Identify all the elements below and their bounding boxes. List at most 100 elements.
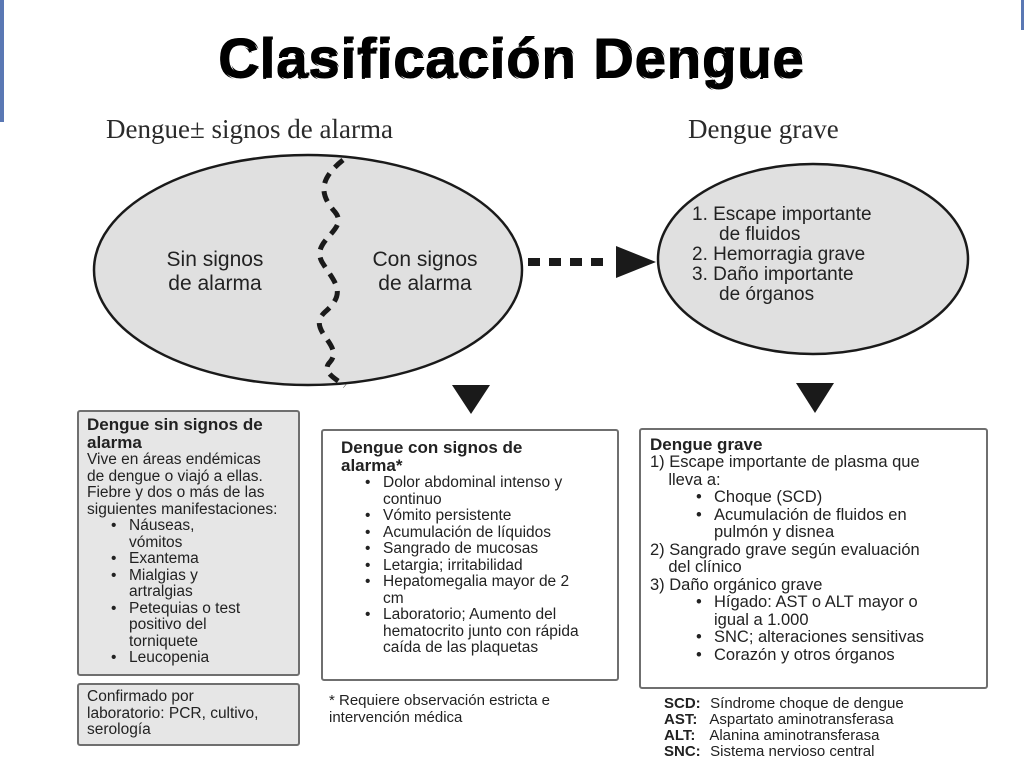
- grave-line: de órganos: [719, 284, 815, 305]
- list-item-text: torniquete: [129, 632, 198, 650]
- legend-text: Alanina aminotransferasa: [709, 727, 880, 744]
- con-signos-line-2: de alarma: [378, 272, 472, 295]
- list-item-text: Sangrado de mucosas: [383, 540, 539, 557]
- bullet-icon: •: [111, 517, 117, 534]
- box-dengue-con-signos: Dengue con signos de alarma* •Dolor abdo…: [321, 429, 619, 681]
- list-item-text: Náuseas,: [129, 517, 195, 534]
- list-item-text: hematocrito junto con rápida: [383, 622, 579, 640]
- list-item: • Náuseas,vómitos: [111, 517, 292, 551]
- bullet-icon: •: [696, 505, 702, 524]
- grave-line: 1. Escape importante: [692, 204, 872, 225]
- legend-abbr: AST:: [664, 711, 698, 728]
- list-item-text: Mialgias y: [129, 566, 198, 584]
- abbreviation-legend: SCD: Síndrome choque de dengue AST: Aspa…: [664, 696, 904, 760]
- bullet-icon: •: [365, 556, 371, 574]
- box-sin-title-line-2: alarma: [87, 433, 142, 452]
- bullet-icon: •: [696, 645, 702, 664]
- box-grave-section-2-cont: del clínico: [650, 558, 742, 576]
- list-item: • Corazón y otros órganos: [696, 645, 978, 665]
- header-dengue-grave: Dengue grave: [688, 114, 839, 144]
- box-con-title-line-1: Dengue con signos de: [341, 438, 523, 457]
- slide-accent-line-right: [1021, 0, 1024, 30]
- bullet-icon: •: [365, 540, 371, 557]
- list-item-text: Petequias o test: [129, 599, 241, 617]
- legend-text: Aspartato aminotransferasa: [709, 711, 894, 728]
- list-item-text: continuo: [383, 490, 442, 508]
- footnote-line: * Requiere observación estricta e: [329, 692, 550, 709]
- legend-row: AST: Aspartato aminotransferasa: [664, 712, 904, 728]
- ellipse-dengue-alarma: [92, 153, 524, 387]
- bullet-icon: •: [696, 628, 702, 646]
- bullet-icon: •: [696, 593, 702, 611]
- ellipse-dengue-grave: [656, 162, 970, 356]
- bullet-icon: •: [111, 649, 117, 666]
- bullet-icon: •: [365, 507, 371, 524]
- grave-line: 2. Hemorragia grave: [692, 244, 866, 265]
- list-item: • SNC; alteraciones sensitivas: [696, 628, 978, 647]
- list-item-text: cm: [383, 589, 404, 607]
- box-con-title-line-2: alarma*: [341, 456, 403, 475]
- ellipse-con-signos-text: Con signos de alarma: [350, 248, 500, 296]
- list-item: • Sangrado de mucosas: [365, 540, 609, 558]
- legend-abbr: ALT:: [664, 727, 696, 744]
- legend-abbr: SNC:: [664, 743, 701, 760]
- sin-signos-line-1: Sin signos: [166, 248, 264, 271]
- bullet-icon: •: [365, 606, 371, 623]
- legend-row: SNC: Sistema nervioso central: [664, 744, 904, 760]
- arrow-down-grave: [796, 383, 834, 413]
- ellipse-grave-list: 1. Escape importante de fluidos 2. Hemor…: [692, 205, 872, 305]
- confirm-line: Confirmado por: [87, 688, 194, 705]
- confirm-line: serología: [87, 721, 151, 738]
- box-sin-intro-line: Vive en áreas endémicas: [87, 451, 261, 468]
- list-item: • Vómito persistente: [365, 507, 609, 525]
- list-item-text: Exantema: [129, 550, 199, 567]
- header-dengue-alarma: Dengue± signos de alarma: [106, 114, 393, 144]
- grave-line: de fluidos: [719, 224, 801, 245]
- legend-text: Síndrome choque de dengue: [710, 695, 904, 712]
- box-sin-title-line-1: Dengue sin signos de: [87, 415, 263, 434]
- list-item-text: Choque (SCD): [714, 488, 823, 506]
- confirm-line: laboratorio: PCR, cultivo,: [87, 704, 259, 722]
- bullet-icon: •: [365, 474, 371, 491]
- box-grave-list-1: • Choque (SCD) •Acumulación de fluidos en…: [650, 488, 978, 542]
- list-item: •Letargia; irritabilidad: [365, 557, 609, 575]
- box-grave-section-2: 2) Sangrado grave según evaluación: [650, 540, 920, 559]
- box-dengue-grave: Dengue grave 1) Escape importante de pla…: [639, 428, 988, 689]
- list-item-text: Leucopenia: [129, 649, 210, 666]
- list-item-text: Corazón y otros órganos: [714, 645, 895, 664]
- list-item-text: Vómito persistente: [383, 507, 512, 524]
- sin-signos-line-2: de alarma: [168, 272, 262, 295]
- page-title: Clasificación Dengue: [218, 27, 806, 90]
- arrow-down-con: [452, 385, 490, 414]
- list-item-text: positivo del: [129, 616, 207, 633]
- arrow-head-right: [616, 246, 656, 278]
- bullet-icon: •: [365, 573, 371, 590]
- list-item: • Leucopenia: [111, 649, 292, 667]
- wavy-divider: [316, 158, 347, 388]
- box-grave-title: Dengue grave: [650, 435, 763, 454]
- footnote-observacion: * Requiere observación estricta e interv…: [329, 692, 550, 726]
- list-item-text: vómitos: [129, 533, 183, 551]
- con-signos-line-1: Con signos: [372, 248, 478, 271]
- list-item-text: artralgias: [129, 583, 193, 600]
- grave-line: 3. Daño importante: [692, 264, 854, 285]
- box-grave-section-1: 1) Escape importante de plasma que: [650, 453, 920, 471]
- box-grave-section-3: 3) Daño orgánico grave: [650, 575, 823, 594]
- bullet-icon: •: [696, 488, 702, 506]
- box-confirmado-laboratorio: Confirmado por laboratorio: PCR, cultivo…: [77, 683, 300, 746]
- bullet-icon: •: [111, 566, 117, 584]
- bullet-icon: •: [365, 523, 371, 541]
- legend-row: ALT: Alanina aminotransferasa: [664, 728, 904, 744]
- legend-text: Sistema nervioso central: [710, 743, 875, 760]
- list-item-text: SNC; alteraciones sensitivas: [714, 628, 925, 646]
- list-item-text: igual a 1.000: [714, 610, 809, 629]
